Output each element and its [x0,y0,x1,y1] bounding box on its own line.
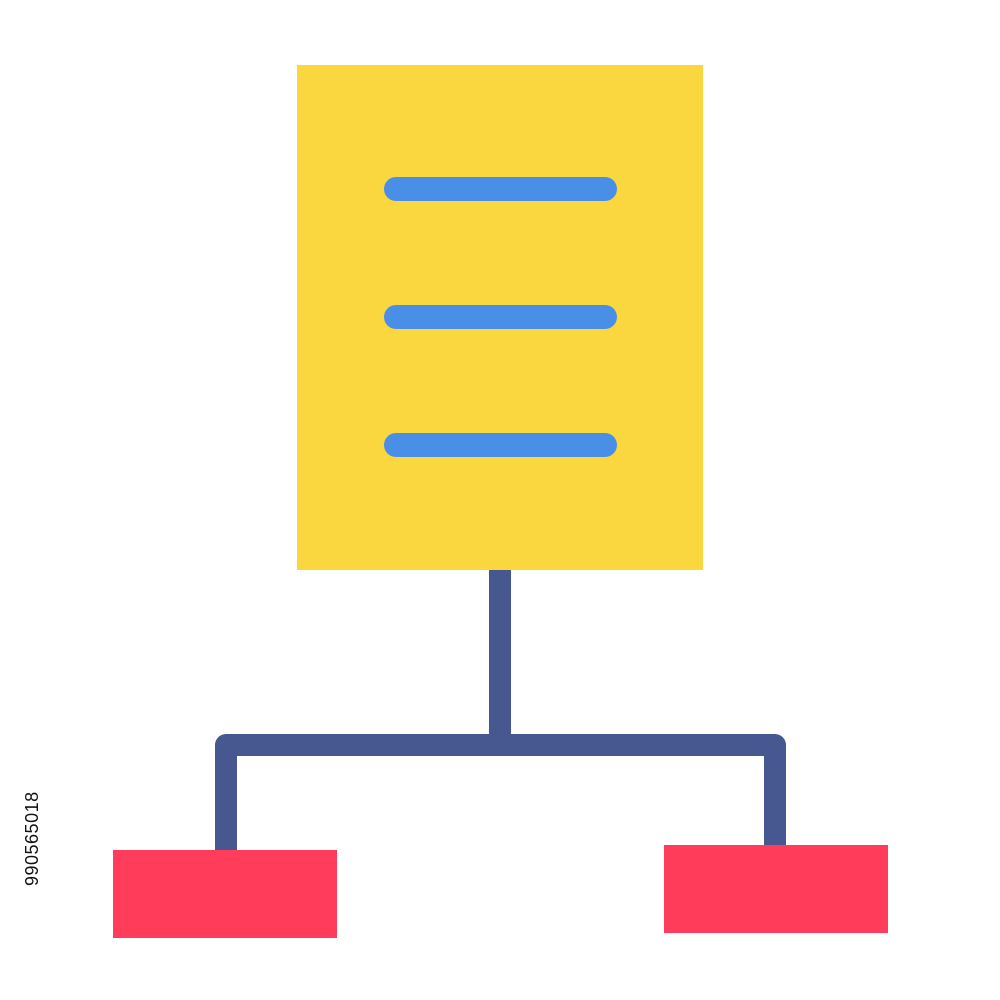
document-lines [384,177,617,457]
connector-lines [215,565,786,852]
child-node-right [664,845,888,933]
child-node-left [113,850,337,938]
branch-bar [215,734,786,852]
stock-image-id: 990565018 [22,791,42,886]
